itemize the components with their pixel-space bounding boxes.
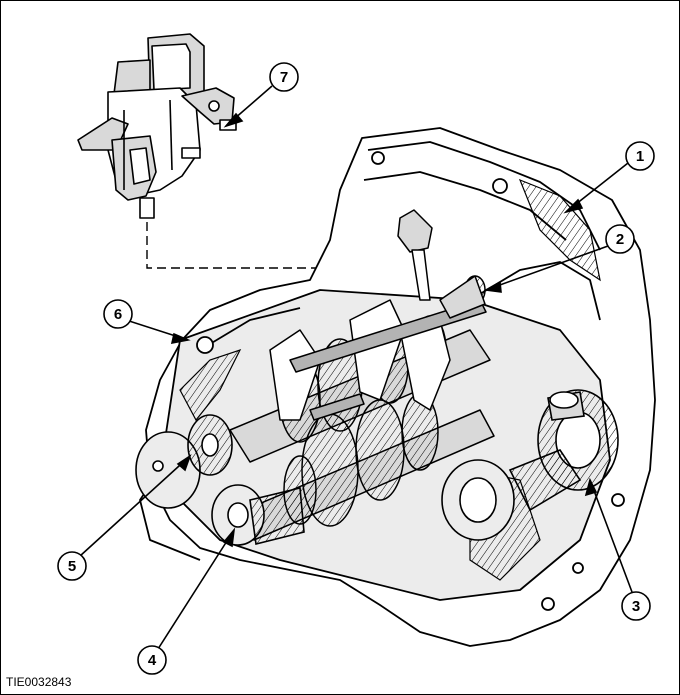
callout-3-label: 3	[632, 598, 640, 615]
callout-badges: 1 2 3 4 5 6 7	[57, 62, 655, 675]
figure-reference-code: TIE0032843	[6, 675, 72, 689]
callout-2: 2	[605, 224, 635, 254]
callout-1-label: 1	[636, 148, 644, 165]
callout-2-label: 2	[616, 231, 624, 248]
callout-6: 6	[103, 299, 133, 329]
callout-5-label: 5	[68, 558, 76, 575]
callout-7: 7	[269, 62, 299, 92]
callout-5: 5	[57, 551, 87, 581]
callout-leaders	[79, 85, 633, 650]
gear-train	[229, 209, 495, 541]
callout-1: 1	[625, 141, 655, 171]
callout-4: 4	[137, 645, 167, 675]
differential-assembly	[441, 389, 619, 541]
callout-3: 3	[621, 591, 651, 621]
connector-dashed-line	[146, 222, 356, 290]
shift-actuator-module	[77, 33, 237, 219]
callout-6-label: 6	[114, 306, 122, 323]
left-end-covers	[135, 414, 305, 546]
callout-4-label: 4	[148, 652, 157, 669]
callout-7-label: 7	[280, 69, 288, 86]
